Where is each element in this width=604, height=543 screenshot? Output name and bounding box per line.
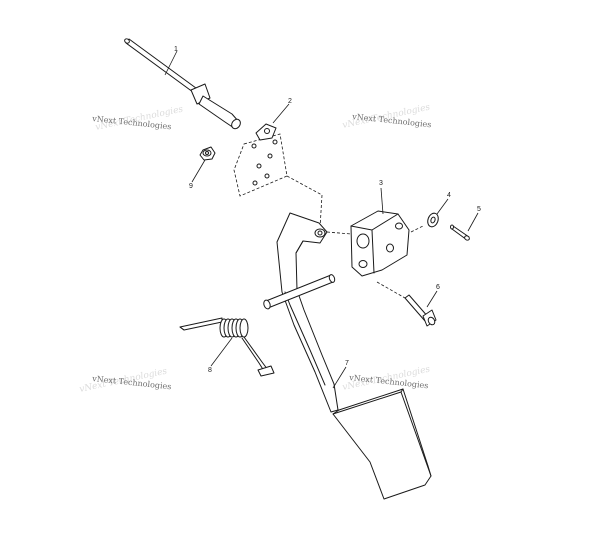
callout-4: 4 [447, 192, 451, 199]
leader-lines [164, 50, 479, 389]
part-6-bolt [376, 281, 437, 327]
part-2-bracket-plate [233, 123, 323, 229]
part-8-return-spring [179, 317, 275, 377]
part-7-pedal-assembly [263, 212, 432, 500]
callout-labels: 1 2 3 4 5 6 7 8 9 [174, 46, 481, 374]
callout-8: 8 [208, 367, 212, 374]
part-1-cable-rod [124, 38, 241, 130]
callout-3: 3 [379, 180, 383, 187]
part-3-pivot-block [326, 210, 410, 277]
callout-9: 9 [189, 183, 193, 190]
callout-1: 1 [174, 46, 178, 53]
callout-5: 5 [477, 206, 481, 213]
callout-6: 6 [436, 284, 440, 291]
callout-2: 2 [288, 98, 292, 105]
part-4-washer [410, 212, 439, 233]
callout-7: 7 [345, 360, 349, 367]
part-9-nut [199, 146, 216, 161]
part-5-cotter-pin [450, 224, 470, 241]
